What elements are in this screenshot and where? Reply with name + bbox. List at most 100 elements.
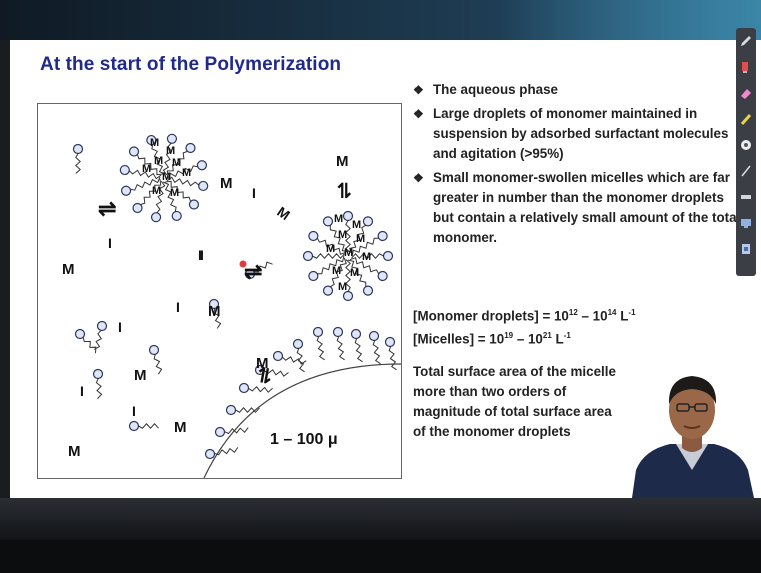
- surfactant-head: [206, 450, 215, 459]
- monomer-label: M: [336, 153, 349, 170]
- surfactant-head: [130, 422, 139, 431]
- monomer-droplet-boundary: [204, 364, 401, 478]
- bullet-icon: ❖: [413, 104, 424, 124]
- surfactant-tail: [154, 354, 161, 374]
- surfactant-tail: [317, 336, 324, 359]
- initiator-label: I: [198, 247, 202, 263]
- initiator-label: I: [80, 383, 84, 399]
- surfactant-head: [74, 145, 83, 154]
- monomer-label: M: [142, 163, 151, 175]
- surfactant-head: [324, 286, 333, 295]
- slide-title: At the start of the Polymerization: [40, 54, 341, 76]
- eq-text: – 10: [578, 308, 608, 323]
- initiator-label: I: [118, 319, 122, 335]
- surfactant-head: [150, 346, 159, 355]
- monomer-label: M: [152, 185, 161, 197]
- eq-exponent: 19: [504, 331, 513, 340]
- pen-icon[interactable]: [739, 34, 753, 48]
- monomer-label: M: [172, 157, 181, 169]
- screen-icon[interactable]: [739, 216, 753, 230]
- surfactant-head: [94, 370, 103, 379]
- surfactant-head: [294, 340, 303, 349]
- surfactant-head: [122, 186, 131, 195]
- surfactant-tail: [139, 424, 159, 428]
- monomer-label: M: [352, 219, 361, 231]
- surfactant-tail: [94, 330, 101, 349]
- bullet-list: ❖The aqueous phase ❖ Large droplets of mo…: [413, 80, 743, 252]
- bullet-icon: ❖: [413, 80, 424, 100]
- surfactant-head: [364, 286, 373, 295]
- surfactant-head: [378, 232, 387, 241]
- eraser-icon[interactable]: [739, 86, 753, 100]
- laser-pointer-dot: [240, 261, 247, 268]
- monomer-label: M: [274, 203, 293, 223]
- surfactant-head: [324, 217, 333, 226]
- shape-icon[interactable]: [739, 190, 753, 204]
- micelle-concentration: [Micelles] = 1019 – 1021 L-1: [413, 326, 636, 349]
- slide-icon[interactable]: [739, 242, 753, 256]
- eq-unit: L: [552, 332, 564, 347]
- bullet-item: ❖The aqueous phase: [413, 80, 743, 100]
- bullet-text: Large droplets of monomer maintained in …: [433, 106, 728, 161]
- initiator-label: I: [132, 403, 136, 419]
- surfactant-head: [98, 322, 107, 331]
- eq-exponent: -1: [564, 331, 571, 340]
- surfactant-tail: [389, 346, 396, 369]
- monomer-label: M: [68, 443, 81, 460]
- monomer-label: M: [334, 213, 343, 225]
- marker-icon[interactable]: [739, 112, 753, 126]
- monomer-label: M: [182, 167, 191, 179]
- initiator-label: I: [108, 235, 112, 251]
- surfactant-head: [334, 328, 343, 337]
- monomer-label: M: [208, 303, 221, 320]
- surfactant-tail: [297, 348, 304, 371]
- surfactant-head: [274, 352, 283, 361]
- equilibrium-arrow: ⇌: [333, 182, 355, 199]
- surfactant-tail: [355, 338, 362, 361]
- equilibrium-arrow: ⇌: [244, 259, 262, 284]
- equilibrium-arrow: ⇌: [98, 196, 116, 221]
- eq-text: [Monomer droplets] = 10: [413, 308, 569, 323]
- video-bottom-band: [0, 498, 761, 540]
- pointer-icon[interactable]: [739, 138, 753, 152]
- monomer-label: M: [338, 281, 347, 293]
- surfactant-head: [304, 252, 313, 261]
- eq-exponent: 21: [543, 331, 552, 340]
- eq-exponent: 14: [608, 308, 617, 317]
- surfactant-head: [370, 332, 379, 341]
- surfactant-head: [76, 330, 85, 339]
- monomer-label: M: [62, 261, 75, 278]
- monomer-label: M: [174, 419, 187, 436]
- surfactant-tail: [83, 337, 96, 353]
- bullet-icon: ❖: [413, 168, 424, 188]
- monomer-label: M: [350, 267, 359, 279]
- surfactant-head: [364, 217, 373, 226]
- surfactant-head: [240, 384, 249, 393]
- surfactant-head: [227, 406, 236, 415]
- annotation-toolbar: [736, 28, 756, 276]
- eq-text: – 10: [513, 332, 543, 347]
- surfactant-tail: [373, 340, 380, 363]
- surfactant-head: [378, 272, 387, 281]
- slide: At the start of the Polymerization MMMMM…: [10, 40, 761, 498]
- monomer-label: M: [150, 137, 159, 149]
- surfactant-head: [384, 252, 393, 261]
- video-top-band: [0, 0, 761, 40]
- surfactant-head: [197, 161, 206, 170]
- bullet-item: ❖ Large droplets of monomer maintained in…: [413, 104, 743, 164]
- eq-exponent: 12: [569, 308, 578, 317]
- highlighter-icon[interactable]: [739, 60, 753, 74]
- monomer-label: M: [220, 175, 233, 192]
- concentration-equations: [Monomer droplets] = 1012 – 1014 L-1 [Mi…: [413, 303, 636, 350]
- monomer-label: M: [338, 229, 347, 241]
- bullet-text: Small monomer-swollen micelles which are…: [433, 170, 740, 245]
- line-icon[interactable]: [739, 164, 753, 178]
- initiator-label: I: [252, 185, 256, 201]
- surfactant-head: [199, 181, 208, 190]
- surfactant-head: [352, 330, 361, 339]
- bullet-item: ❖ Small monomer-swollen micelles which ar…: [413, 168, 743, 248]
- monomer-label: M: [134, 367, 147, 384]
- surfactant-head: [216, 428, 225, 437]
